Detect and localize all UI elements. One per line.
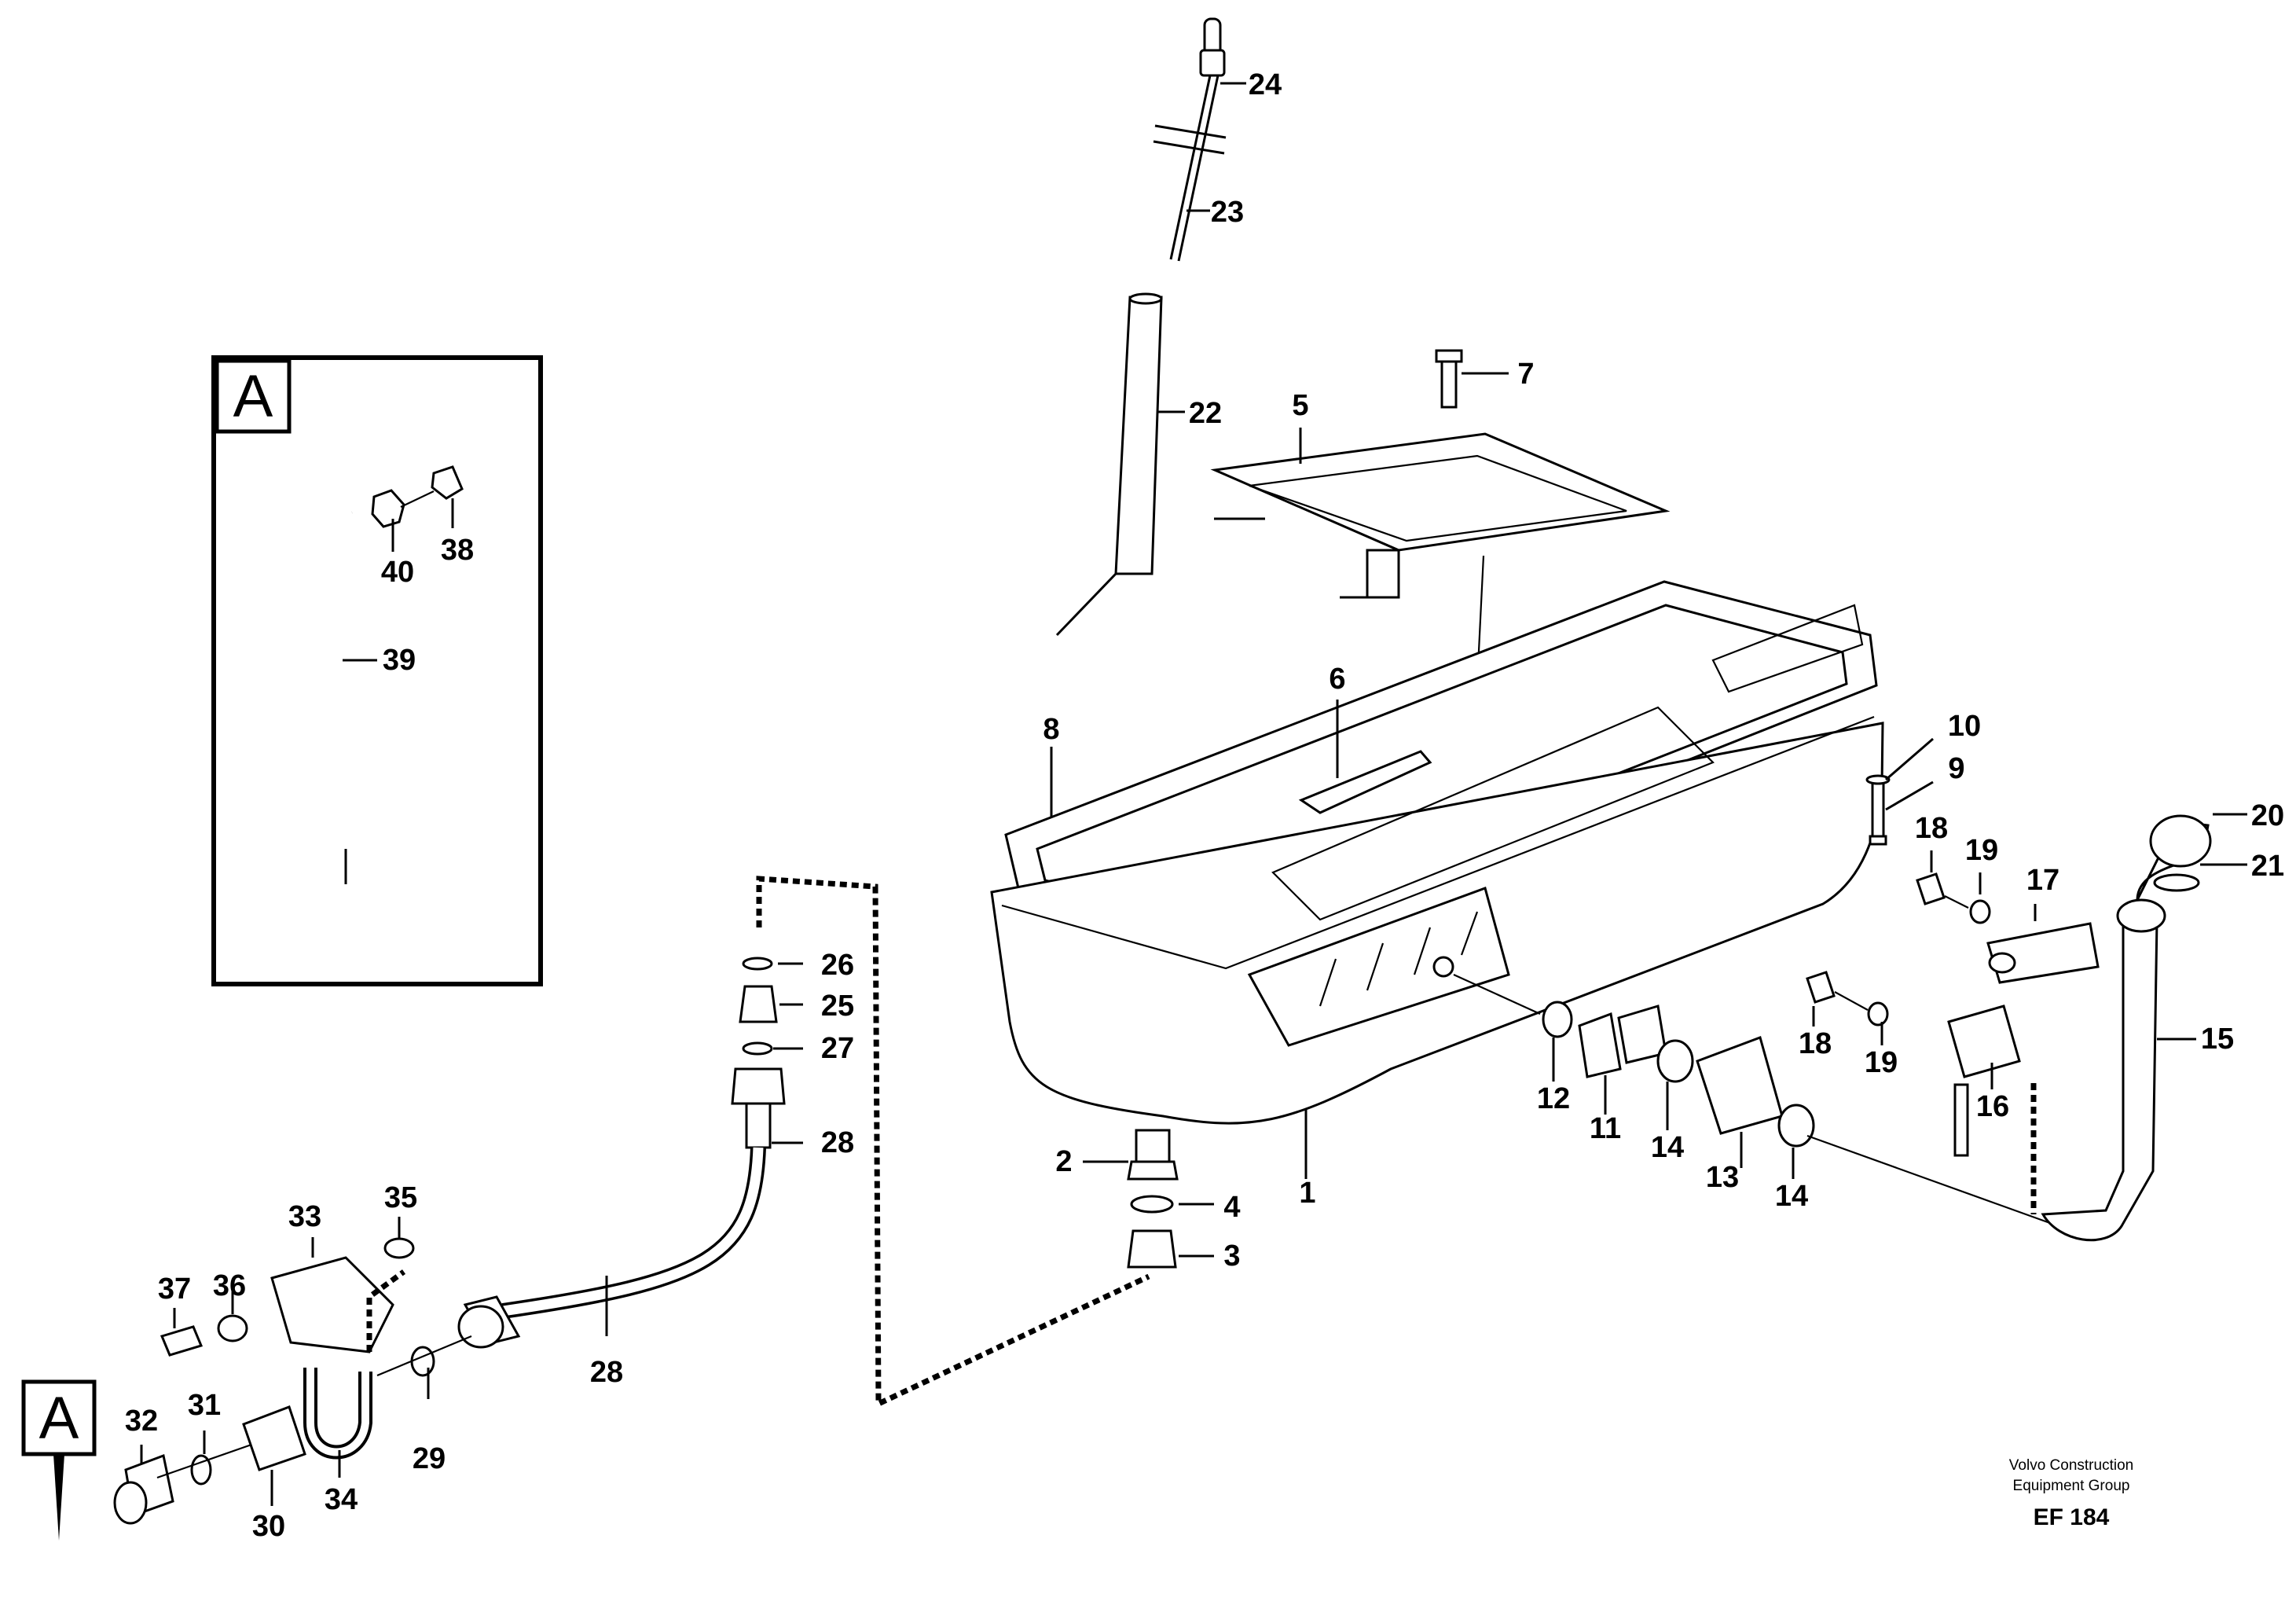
detail-marker-a: A — [21, 1379, 97, 1541]
callout-label: 37 — [158, 1273, 191, 1306]
callout-labels: 1 2 3 4 5 6 7 8 9 10 11 12 13 14 14 15 1… — [125, 68, 2284, 1543]
callout-label: 2 — [1055, 1145, 1072, 1178]
callout-label: 20 — [2251, 799, 2284, 832]
oil-pan — [990, 580, 1934, 1179]
callout-label: 34 — [325, 1483, 358, 1516]
callout-label: 1 — [1299, 1177, 1315, 1210]
callout-label: 32 — [125, 1405, 158, 1438]
callout-label: 29 — [413, 1442, 446, 1475]
callout-label: 23 — [1211, 196, 1244, 229]
callout-label: 27 — [821, 1032, 854, 1065]
callout-label: 14 — [1651, 1131, 1684, 1164]
callout-label: 28 — [821, 1126, 854, 1159]
callout-label: 19 — [1965, 834, 1998, 867]
callout-label: 16 — [1976, 1090, 2009, 1123]
callout-label: 5 — [1292, 389, 1308, 422]
callout-label: 4 — [1223, 1191, 1240, 1224]
callout-label: 39 — [383, 644, 416, 677]
callout-label: 36 — [213, 1269, 246, 1302]
callout-label: 12 — [1537, 1082, 1570, 1115]
drain-plug — [1083, 1129, 1214, 1269]
callout-label: 15 — [2201, 1023, 2234, 1056]
callout-label: 8 — [1043, 713, 1059, 746]
credit-line-2: Equipment Group — [2013, 1478, 2130, 1494]
callout-label: 14 — [1775, 1180, 1808, 1213]
inset-letter: A — [233, 363, 273, 430]
callout-label: 19 — [1865, 1046, 1898, 1079]
detail-marker-letter: A — [39, 1385, 79, 1452]
callout-label: 25 — [821, 990, 854, 1023]
oil-line — [113, 876, 1150, 1525]
callout-label: 28 — [590, 1356, 623, 1389]
filler-assembly — [1542, 813, 2247, 1242]
callout-label: 30 — [252, 1510, 285, 1543]
callout-label: 17 — [2026, 864, 2059, 897]
callout-label: 33 — [288, 1200, 321, 1233]
callout-label: 13 — [1706, 1161, 1739, 1194]
callout-label: 18 — [1915, 812, 1948, 845]
callout-label: 18 — [1799, 1027, 1832, 1060]
callout-label: 31 — [188, 1389, 221, 1422]
callout-label: 6 — [1329, 663, 1345, 696]
callout-label: 22 — [1189, 397, 1222, 430]
callout-label: 11 — [1590, 1112, 1621, 1145]
inset-detail-a: A — [211, 355, 543, 986]
callout-label: 9 — [1948, 752, 1964, 785]
callout-label: 40 — [381, 556, 414, 589]
callout-label: 24 — [1249, 68, 1282, 101]
callout-label: 7 — [1517, 358, 1534, 391]
callout-label: 35 — [384, 1181, 417, 1214]
callout-label: 10 — [1948, 710, 1981, 743]
credit-line-1: Volvo Construction — [2009, 1457, 2133, 1474]
callout-label: 21 — [2251, 850, 2284, 883]
baffle-plate — [1210, 349, 1671, 779]
callout-label: 26 — [821, 949, 854, 982]
figure-code: EF 184 — [2034, 1504, 2110, 1530]
callout-label: 38 — [441, 534, 474, 567]
credit-block: Volvo Construction Equipment Group EF 18… — [2009, 1457, 2133, 1530]
callout-label: 3 — [1223, 1240, 1240, 1273]
dipstick-assembly — [1055, 17, 1246, 637]
